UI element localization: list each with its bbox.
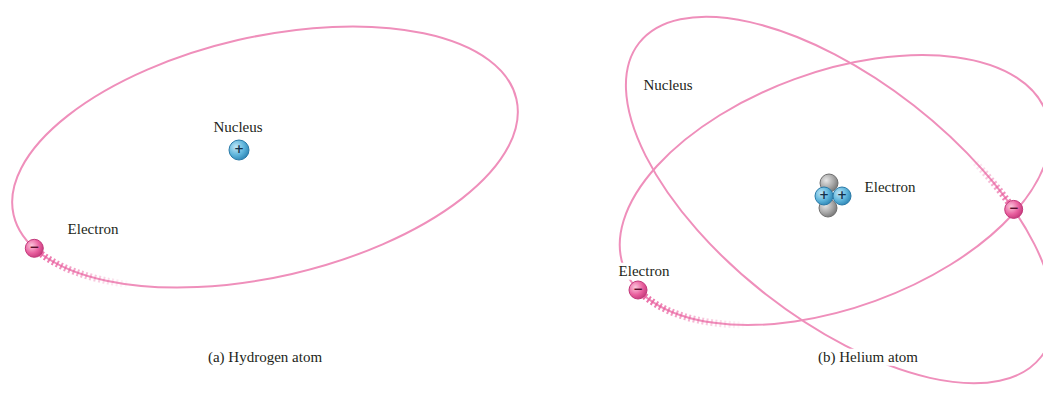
charge-sign: + (837, 189, 847, 202)
charge-sign: − (1009, 202, 1019, 215)
electron (629, 281, 647, 299)
proton (229, 140, 249, 160)
part-label: Nucleus (641, 77, 694, 94)
electron-orbit (583, 2, 1043, 378)
electron-orbit (0, 0, 543, 332)
proton (815, 187, 833, 205)
electron-orbit (565, 0, 1043, 395)
electron-trail (638, 290, 747, 325)
part-label: Electron (863, 179, 918, 196)
charge-sign: + (819, 189, 829, 202)
figure-subcaption: (a) Hydrogen atom (206, 349, 324, 366)
electron-trail (34, 248, 131, 285)
electron (25, 239, 43, 257)
charge-sign: − (633, 283, 643, 296)
electron-trail (972, 159, 1014, 209)
proton (833, 187, 851, 205)
part-label: Electron (66, 221, 121, 238)
figure-subcaption: (b) Helium atom (816, 349, 920, 366)
part-label: Nucleus (211, 119, 264, 136)
charge-sign: − (29, 241, 39, 254)
charge-sign: + (234, 143, 244, 156)
electron (1005, 200, 1023, 218)
part-label: Electron (617, 263, 672, 280)
